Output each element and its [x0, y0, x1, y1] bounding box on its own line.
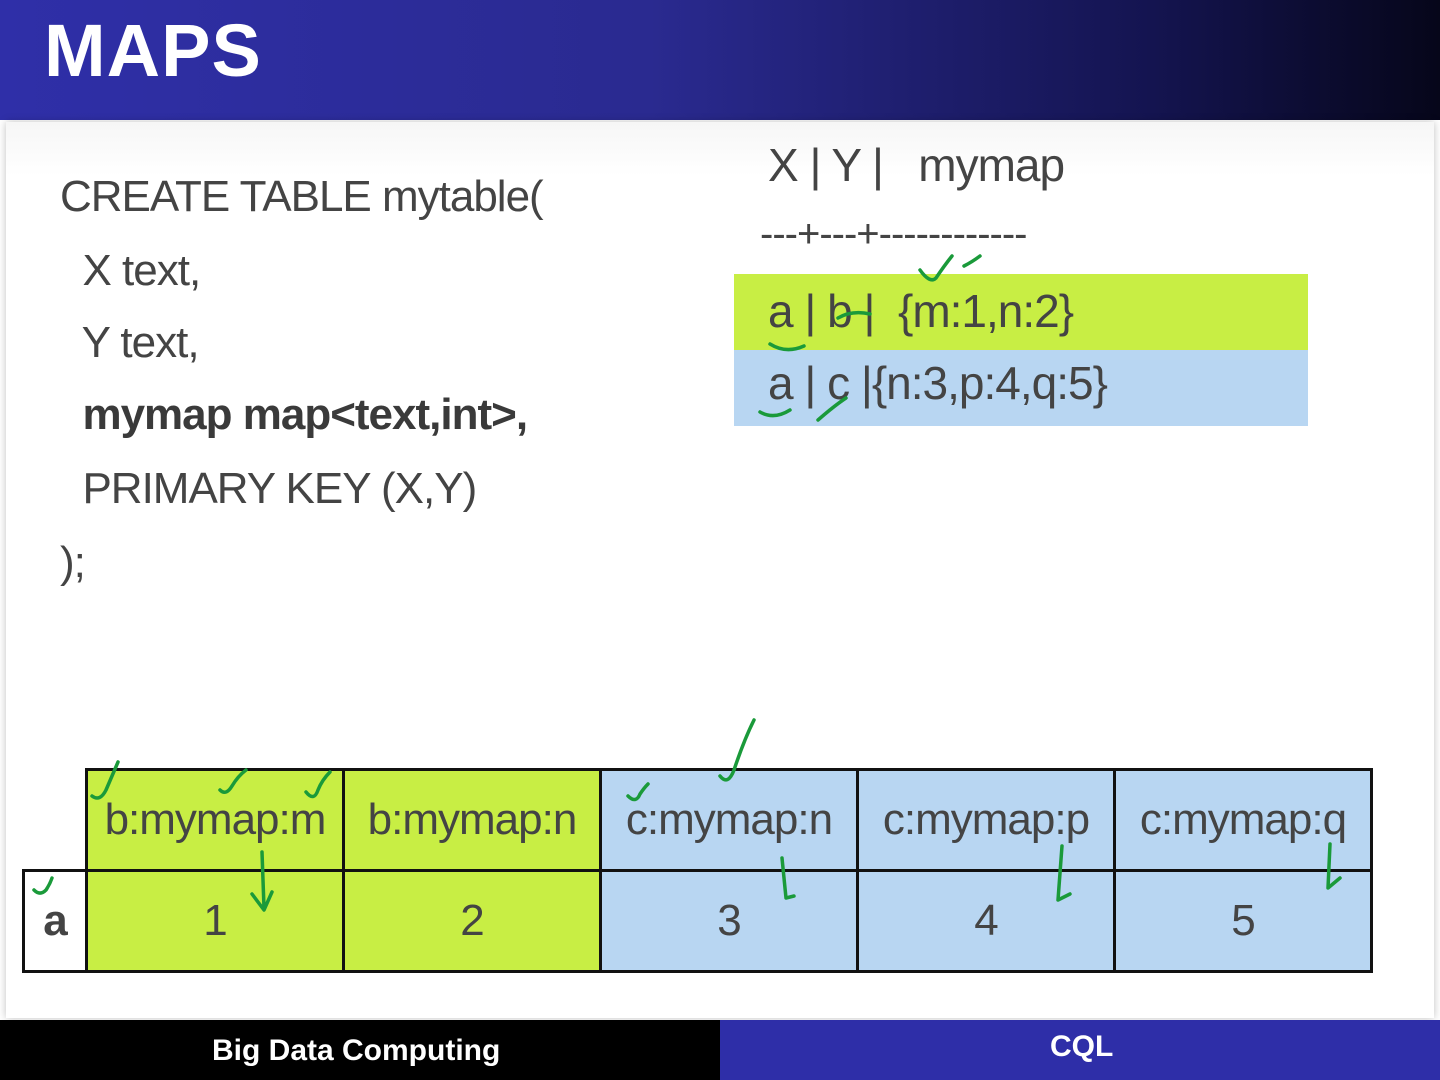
table-cell: 5	[1113, 869, 1373, 973]
result-header: X | Y | mymap	[768, 139, 1065, 191]
table-cell: 3	[599, 869, 859, 973]
code-line: X text,	[60, 246, 201, 295]
column-header: b:mymap:n	[342, 768, 602, 872]
column-header: c:mymap:p	[856, 768, 1116, 872]
footer-topic: CQL	[720, 1020, 1440, 1080]
table-header-row: b:mymap:m b:mymap:n c:mymap:n c:mymap:p …	[23, 768, 1373, 872]
table-cell: 4	[856, 869, 1116, 973]
table-row: a 1 2 3 4 5	[22, 869, 1373, 973]
slide-title: MAPS	[44, 9, 262, 92]
result-row-highlight	[734, 274, 1308, 350]
footer-topic-label: CQL	[1050, 1030, 1114, 1063]
column-header: c:mymap:n	[599, 768, 859, 872]
footer-course: Big Data Computing	[0, 1020, 720, 1080]
row-key: a	[22, 869, 88, 973]
result-separator: ---+---+------------	[760, 212, 1027, 256]
code-line: );	[60, 538, 86, 587]
code-line: mymap map<text,int>,	[60, 390, 528, 439]
title-bar: MAPS	[0, 0, 1440, 120]
table-cell: 1	[85, 869, 345, 973]
column-header: b:mymap:m	[85, 768, 345, 872]
corner-cell	[23, 769, 88, 872]
footer-course-label: Big Data Computing	[212, 1034, 501, 1067]
storage-table: b:mymap:m b:mymap:n c:mymap:n c:mymap:p …	[22, 768, 1373, 973]
result-row: a | b | {m:1,n:2}	[768, 285, 1074, 337]
result-row: a | c |{n:3,p:4,q:5}	[768, 357, 1108, 409]
code-line: CREATE TABLE mytable(	[60, 172, 544, 221]
code-line: Y text,	[60, 318, 200, 367]
code-line: PRIMARY KEY (X,Y)	[60, 464, 477, 513]
table-cell: 2	[342, 869, 602, 973]
column-header: c:mymap:q	[1113, 768, 1373, 872]
